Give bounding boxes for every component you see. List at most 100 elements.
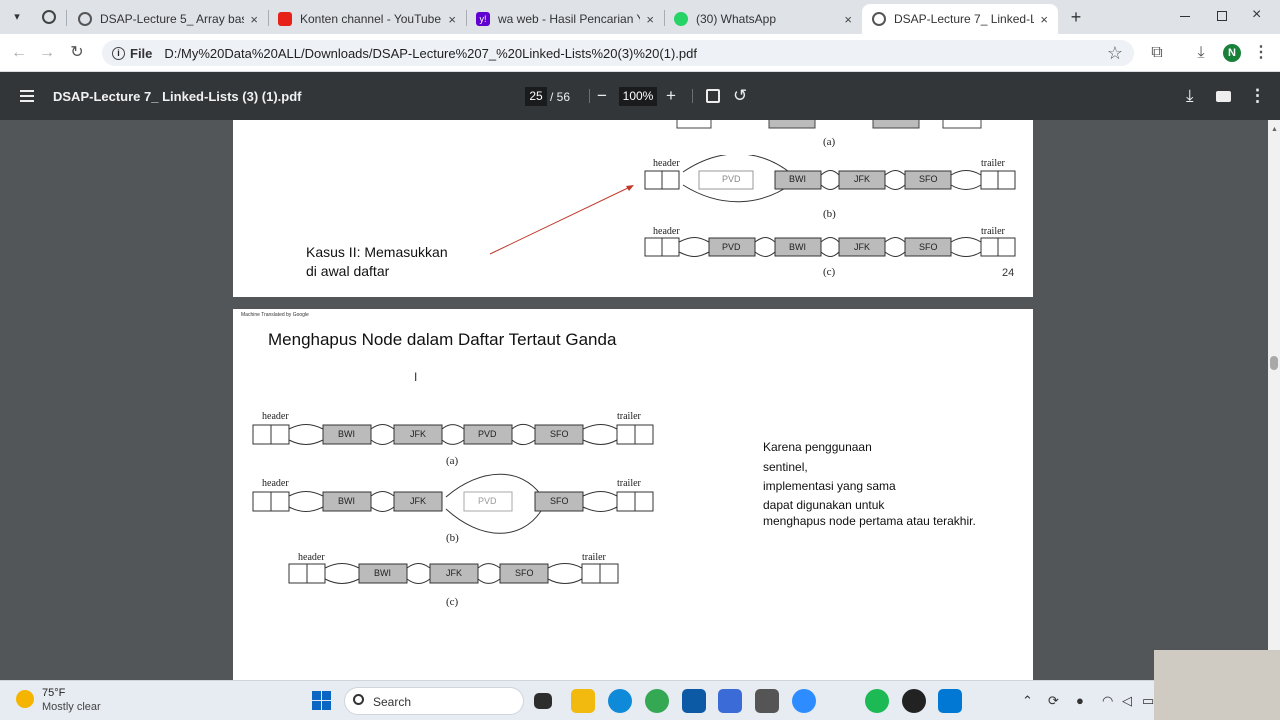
print-icon[interactable] bbox=[1216, 91, 1231, 102]
page-title: Menghapus Node dalam Daftar Tertaut Gand… bbox=[268, 330, 617, 349]
node-label: BWI bbox=[374, 568, 391, 578]
chevron-up-icon[interactable]: ⌃ bbox=[1022, 693, 1033, 708]
close-tab-icon[interactable]: × bbox=[844, 11, 852, 27]
scroll-up-icon[interactable]: ▲ bbox=[1271, 126, 1278, 133]
scroll-thumb[interactable] bbox=[1270, 356, 1278, 370]
back-icon[interactable]: ← bbox=[11, 44, 27, 61]
close-tab-icon[interactable]: × bbox=[1040, 11, 1048, 27]
list-diagram-a-partial bbox=[676, 120, 982, 129]
menu-kebab-icon[interactable]: ⋮ bbox=[1253, 44, 1269, 61]
text-cursor-icon: I bbox=[414, 370, 418, 384]
download-icon[interactable]: ⤓ bbox=[1197, 44, 1205, 61]
pdf-viewer[interactable]: (a) header trailer PVD BWI JFK SFO (b) bbox=[0, 120, 1268, 680]
tab-youtube-studio[interactable]: Konten channel - YouTube Studi × bbox=[268, 4, 466, 34]
node-label: JFK bbox=[854, 174, 871, 184]
trailer-label: trailer bbox=[617, 478, 641, 489]
caption-b: (b) bbox=[446, 532, 459, 544]
weather-temp[interactable]: 75°F bbox=[42, 687, 66, 699]
webcam-overlay bbox=[1154, 650, 1280, 720]
node-label: BWI bbox=[789, 242, 806, 252]
profile-avatar[interactable]: N bbox=[1223, 44, 1241, 62]
desc-line: menghapus node pertama atau terakhir. bbox=[763, 514, 976, 528]
speaker-icon[interactable]: ◁ bbox=[1122, 693, 1132, 708]
list-diagram-c bbox=[288, 563, 619, 584]
annotation-arrow bbox=[489, 185, 634, 255]
microphone-icon[interactable]: ● bbox=[1076, 693, 1084, 708]
bookmark-star-icon[interactable]: ☆ bbox=[1106, 43, 1124, 63]
trailer-label: trailer bbox=[981, 158, 1005, 169]
node-label: BWI bbox=[338, 429, 355, 439]
url-text: D:/My%20Data%20ALL/Downloads/DSAP-Lectur… bbox=[164, 45, 697, 61]
windows-start-icon[interactable] bbox=[310, 689, 334, 713]
whatsapp-icon bbox=[674, 12, 688, 26]
tab-search-button[interactable]: ▾ bbox=[14, 11, 20, 23]
desc-line: dapat digunakan untuk bbox=[763, 498, 885, 512]
zoom-icon[interactable] bbox=[792, 689, 816, 713]
obs-icon[interactable] bbox=[902, 689, 926, 713]
forward-icon[interactable]: → bbox=[39, 44, 55, 61]
sync-icon[interactable]: ⟳ bbox=[1048, 693, 1059, 708]
address-bar[interactable]: i File D:/My%20Data%20ALL/Downloads/DSAP… bbox=[102, 40, 1134, 66]
node-label: SFO bbox=[919, 242, 938, 252]
yahoo-icon: y! bbox=[476, 12, 490, 26]
new-tab-button[interactable]: + bbox=[1070, 7, 1082, 27]
close-window-icon[interactable]: × bbox=[1252, 6, 1262, 23]
store-icon[interactable] bbox=[682, 689, 706, 713]
caption-c: (c) bbox=[446, 596, 459, 608]
reload-icon[interactable]: ↻ bbox=[70, 44, 84, 61]
node-label: JFK bbox=[446, 568, 463, 578]
page-number-input[interactable]: 25 bbox=[525, 87, 547, 106]
zoom-input[interactable]: 100% bbox=[619, 87, 657, 106]
sidebar-menu-icon[interactable] bbox=[20, 90, 34, 102]
app-icon[interactable] bbox=[718, 689, 742, 713]
zoom-out-icon[interactable]: − bbox=[597, 86, 607, 105]
close-tab-icon[interactable]: × bbox=[250, 11, 258, 27]
pinned-tab-icon[interactable] bbox=[42, 10, 56, 24]
close-tab-icon[interactable]: × bbox=[448, 11, 456, 27]
vscode-icon[interactable] bbox=[938, 689, 962, 713]
page-total: / 56 bbox=[550, 90, 571, 104]
pdf-more-icon[interactable]: ⋮ bbox=[1249, 86, 1266, 105]
node-label: PVD bbox=[722, 242, 741, 252]
desc-line: Karena penggunaan bbox=[763, 440, 872, 454]
globe-icon bbox=[78, 12, 92, 26]
zoom-in-icon[interactable]: + bbox=[666, 86, 676, 105]
wifi-icon[interactable]: ◠ bbox=[1102, 693, 1114, 708]
tab-lecture5[interactable]: DSAP-Lecture 5_ Array based S × bbox=[68, 4, 268, 34]
file-explorer-icon[interactable] bbox=[571, 689, 595, 713]
fit-page-icon[interactable] bbox=[706, 89, 720, 103]
extensions-icon[interactable]: ⧉ bbox=[1151, 44, 1163, 61]
restore-icon[interactable] bbox=[1217, 11, 1227, 21]
camera-icon[interactable] bbox=[755, 689, 779, 713]
windows-taskbar: 75°F Mostly clear Search ⌃ ⟳ ● ◠ ◁ ▭ bbox=[0, 680, 1280, 720]
caption-a: (a) bbox=[446, 455, 459, 467]
tab-yahoo-search[interactable]: y! wa web - Hasil Pencarian Yahoo × bbox=[466, 4, 664, 34]
tab-whatsapp[interactable]: (30) WhatsApp × bbox=[664, 4, 862, 34]
pdf-download-icon[interactable]: ⤓ bbox=[1186, 86, 1194, 105]
taskbar-search[interactable]: Search bbox=[344, 687, 524, 715]
weather-desc[interactable]: Mostly clear bbox=[42, 701, 101, 713]
pdf-document-title: DSAP-Lecture 7_ Linked-Lists (3) (1).pdf bbox=[53, 89, 302, 104]
caption-b: (b) bbox=[823, 208, 836, 220]
task-view-icon[interactable] bbox=[534, 693, 552, 709]
chrome-icon[interactable] bbox=[645, 689, 669, 713]
minimize-icon[interactable] bbox=[1180, 16, 1190, 17]
tab-strip: ▾ DSAP-Lecture 5_ Array based S × Konten… bbox=[0, 0, 1280, 34]
close-tab-icon[interactable]: × bbox=[646, 11, 654, 27]
node-label: SFO bbox=[550, 429, 569, 439]
edge-icon[interactable] bbox=[608, 689, 632, 713]
rotate-icon[interactable]: ↺ bbox=[733, 86, 748, 105]
node-label: BWI bbox=[338, 496, 355, 506]
node-label: BWI bbox=[789, 174, 806, 184]
battery-icon[interactable]: ▭ bbox=[1142, 693, 1155, 708]
trailer-label: trailer bbox=[981, 226, 1005, 237]
vertical-scrollbar[interactable]: ▲ bbox=[1268, 120, 1280, 680]
caption-a: (a) bbox=[823, 136, 836, 148]
globe-icon bbox=[872, 12, 886, 26]
page-number: 24 bbox=[1002, 267, 1015, 279]
kasus-text-line2: di awal daftar bbox=[306, 263, 390, 279]
scheme-chip: File bbox=[130, 45, 153, 61]
spotify-icon[interactable] bbox=[865, 689, 889, 713]
tab-lecture7-active[interactable]: DSAP-Lecture 7_ Linked-Lists (3 × bbox=[862, 4, 1058, 34]
list-diagram-b bbox=[252, 473, 654, 534]
